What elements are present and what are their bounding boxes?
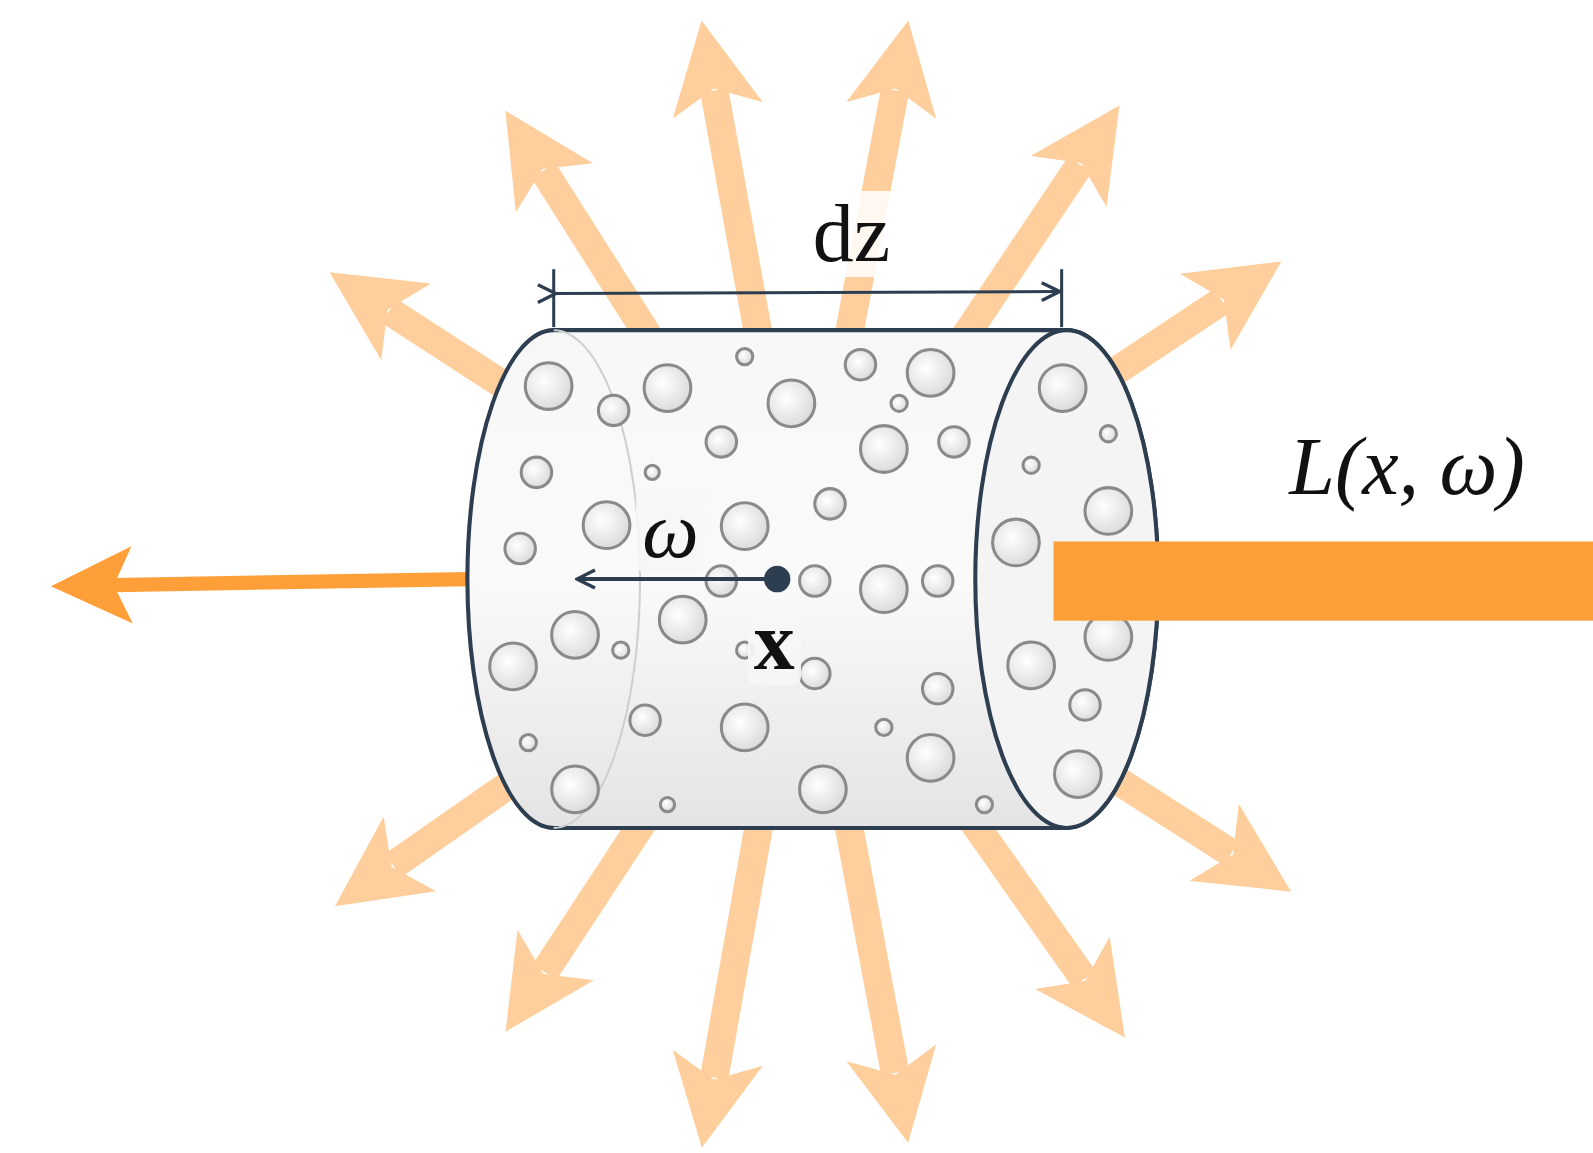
incident-beam [1054, 541, 1593, 620]
direction-label: ω [636, 488, 704, 572]
radiance-label: L(x, ω) [1283, 424, 1531, 510]
dimension-label: dz [807, 191, 896, 277]
point-label: x [748, 599, 801, 685]
particles [490, 348, 1132, 812]
dz-dimension [554, 269, 1062, 327]
transmitted-ray [114, 579, 470, 585]
